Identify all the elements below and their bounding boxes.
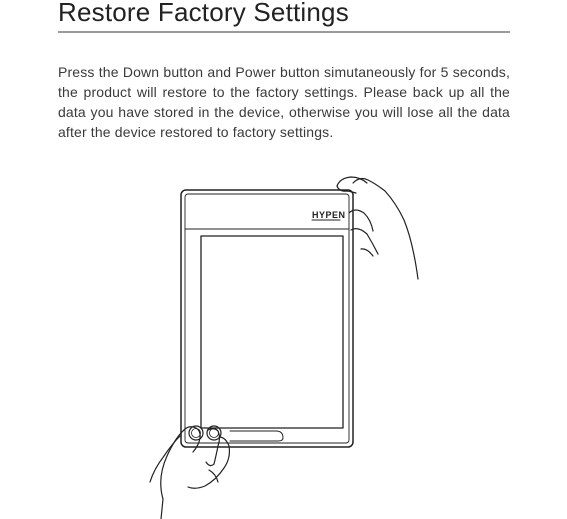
brand-logo: HYPEN: [312, 210, 346, 220]
tablet-device: [181, 190, 353, 447]
left-hand-icon: [150, 427, 229, 519]
